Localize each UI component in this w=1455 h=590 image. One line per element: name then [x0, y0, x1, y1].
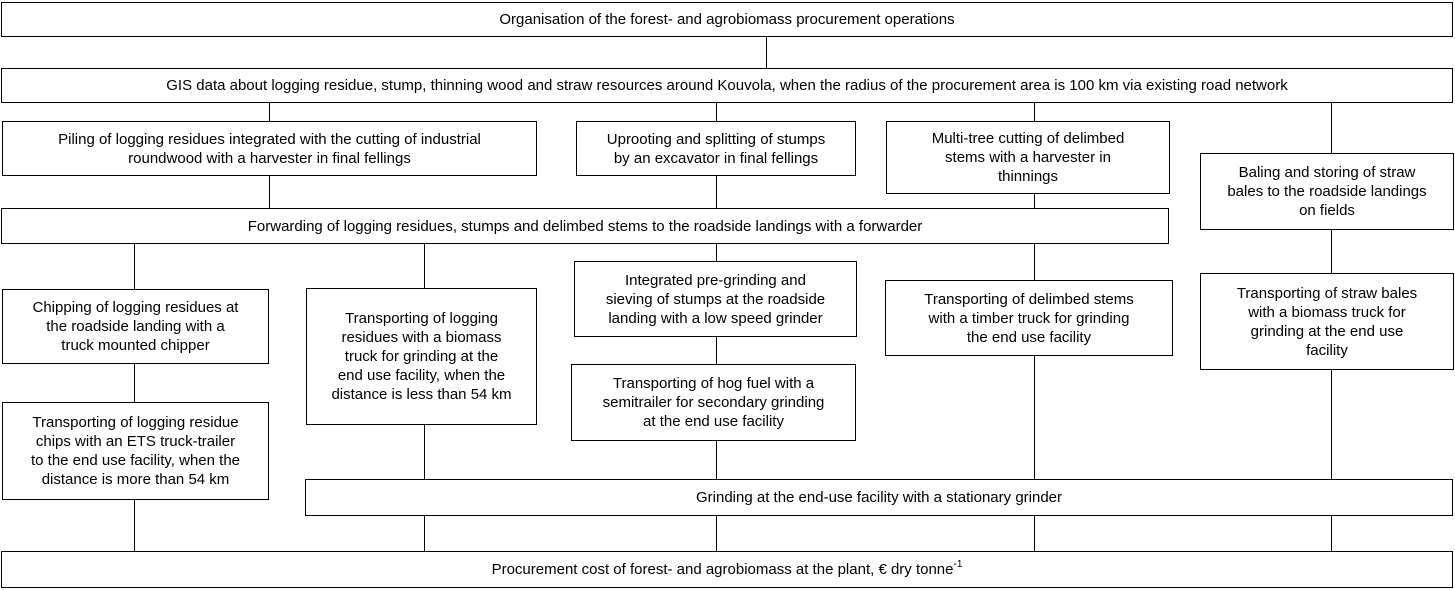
connector-piling-forwarding — [269, 175, 270, 209]
box-transport-residues: Transporting of logging residues with a … — [306, 288, 537, 425]
box-grinding: Grinding at the end-use facility with a … — [305, 479, 1453, 516]
connector-grinding-cost-2 — [716, 515, 717, 552]
box-forwarding-label: Forwarding of logging residues, stumps a… — [247, 217, 923, 235]
box-transport-chips: Transporting of logging residue chips wi… — [2, 402, 269, 500]
box-transport-stems: Transporting of delimbed stems with a ti… — [885, 280, 1173, 356]
box-uprooting-label: Uprooting and splitting of stumps by an … — [606, 130, 826, 167]
cost-text: Procurement cost of forest- and agrobiom… — [491, 561, 954, 578]
connector-pregrinding-hogfuel — [716, 336, 717, 365]
box-transport-stems-label: Transporting of delimbed stems with a ti… — [924, 290, 1134, 346]
connector-forwarding-transport-residues — [424, 243, 425, 289]
connector-chipping-transport-chips — [134, 363, 135, 403]
connector-transport-chips-cost — [134, 499, 135, 552]
connector-transport-residues-grinding — [424, 424, 425, 480]
box-transport-straw-label: Transporting of straw bales with a bioma… — [1236, 284, 1418, 359]
connector-forwarding-chipping — [134, 243, 135, 290]
box-procurement-cost: Procurement cost of forest- and agrobiom… — [1, 551, 1453, 588]
connector-top-gis — [766, 36, 767, 68]
box-hogfuel-label: Transporting of hog fuel with a semitrai… — [602, 375, 825, 430]
box-chipping-label: Chipping of logging residues at the road… — [32, 299, 239, 354]
box-organisation-label: Organisation of the forest- and agrobiom… — [499, 11, 955, 28]
box-piling: Piling of logging residues integrated wi… — [2, 121, 537, 176]
connector-grinding-cost-4 — [1331, 515, 1332, 552]
box-transport-residues-label: Transporting of logging residues with a … — [331, 310, 512, 403]
box-multitree-label: Multi-tree cutting of delimbed stems wit… — [931, 130, 1125, 185]
box-baling: Baling and storing of straw bales to the… — [1200, 153, 1454, 230]
box-procurement-cost-label: Procurement cost of forest- and agrobiom… — [492, 560, 963, 579]
box-pregrinding: Integrated pre-grinding and sieving of s… — [574, 261, 857, 337]
connector-grinding-cost-1 — [424, 515, 425, 552]
connector-multitree-forwarding — [1034, 193, 1035, 209]
box-uprooting: Uprooting and splitting of stumps by an … — [576, 121, 856, 176]
connector-uprooting-forwarding — [716, 175, 717, 209]
box-gis-data-label: GIS data about logging residue, stump, t… — [166, 77, 1288, 94]
box-baling-label: Baling and storing of straw bales to the… — [1227, 164, 1427, 219]
connector-grinding-cost-3 — [1034, 515, 1035, 552]
connector-gis-multitree — [1034, 102, 1035, 122]
connector-transport-straw-grinding — [1331, 369, 1332, 480]
connector-gis-baling — [1331, 102, 1332, 154]
box-gis-data: GIS data about logging residue, stump, t… — [1, 68, 1453, 103]
box-multitree: Multi-tree cutting of delimbed stems wit… — [886, 121, 1170, 194]
connector-gis-uprooting — [716, 102, 717, 122]
connector-gis-piling — [269, 102, 270, 122]
cost-unit-exponent: -1 — [953, 559, 963, 570]
connector-forwarding-pregrinding — [716, 243, 717, 262]
box-organisation: Organisation of the forest- and agrobiom… — [1, 2, 1453, 37]
connector-forwarding-transport-stems — [1034, 243, 1035, 281]
connector-baling-transport-straw — [1331, 229, 1332, 274]
box-pregrinding-label: Integrated pre-grinding and sieving of s… — [605, 271, 826, 327]
box-forwarding: Forwarding of logging residues, stumps a… — [1, 208, 1169, 244]
box-piling-label: Piling of logging residues integrated wi… — [58, 130, 481, 167]
box-hogfuel: Transporting of hog fuel with a semitrai… — [571, 364, 856, 441]
connector-hogfuel-grinding — [716, 440, 717, 480]
box-transport-straw: Transporting of straw bales with a bioma… — [1200, 273, 1454, 370]
connector-transport-stems-grinding — [1034, 355, 1035, 480]
box-chipping: Chipping of logging residues at the road… — [2, 289, 269, 364]
box-transport-chips-label: Transporting of logging residue chips wi… — [30, 414, 241, 488]
box-grinding-label: Grinding at the end-use facility with a … — [695, 489, 1063, 506]
